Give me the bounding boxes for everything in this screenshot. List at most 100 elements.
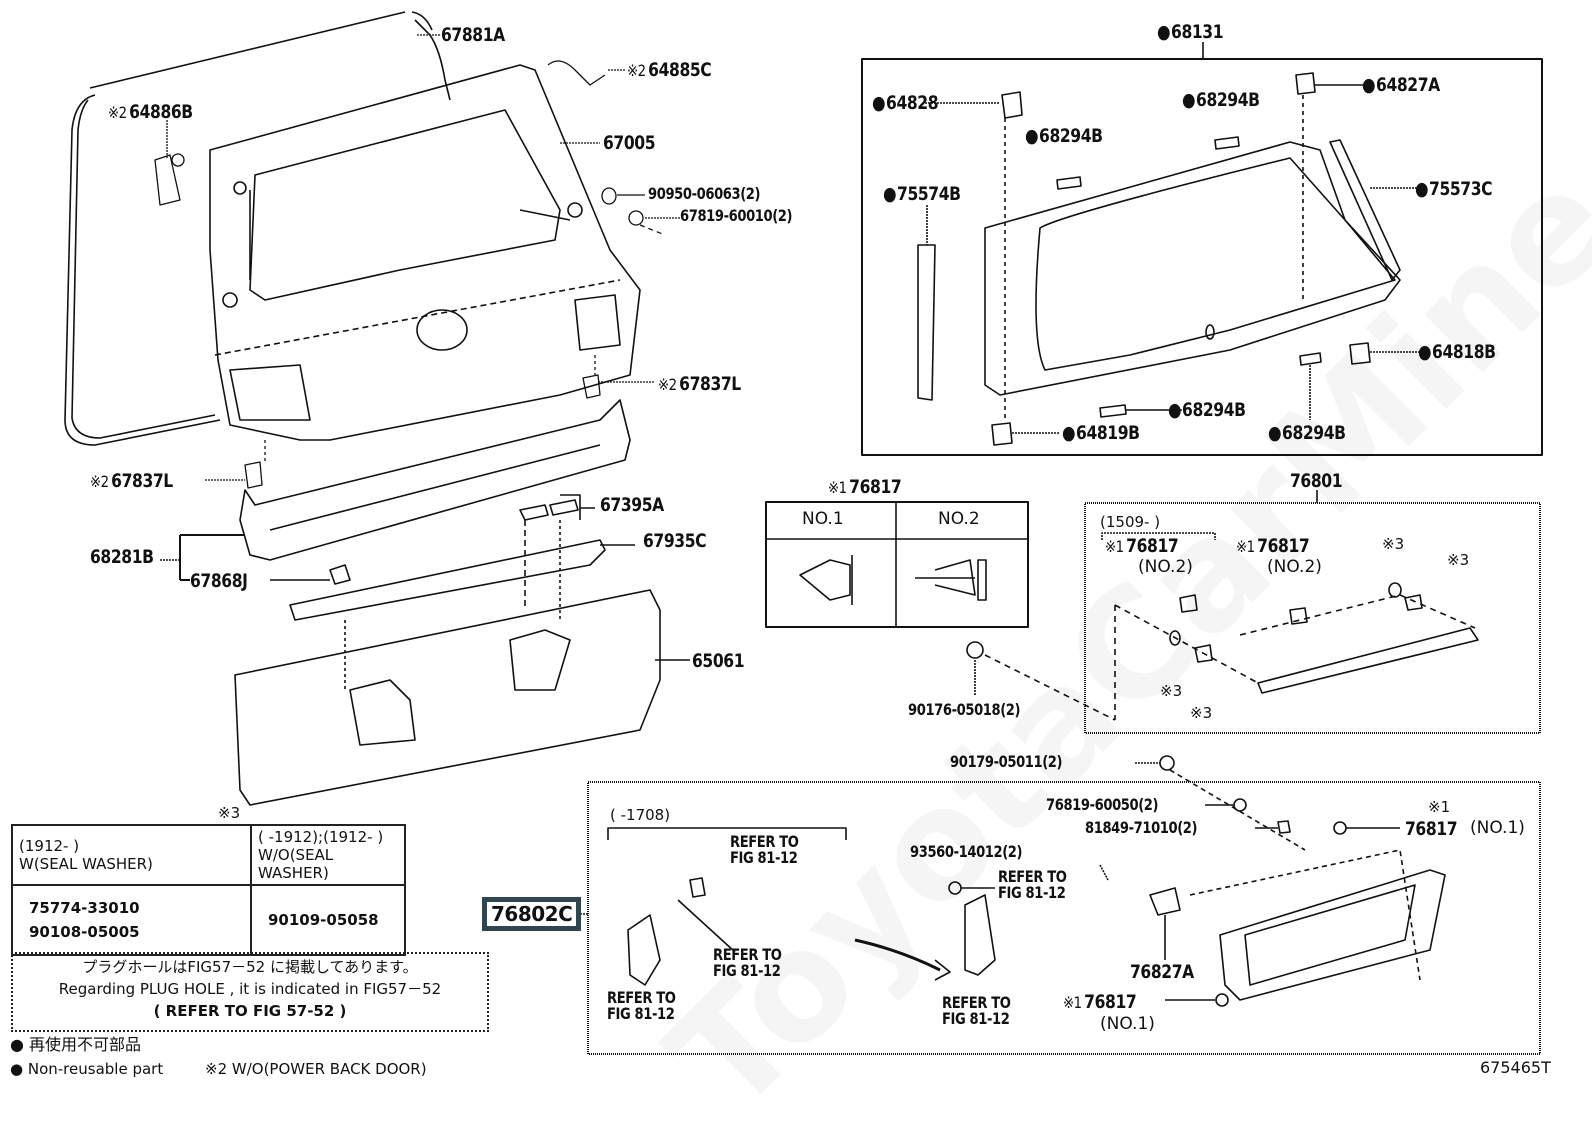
back-door-panel-67005	[209, 64, 641, 441]
part-number: 90176-05018(2)	[908, 700, 1021, 719]
label-no2-a: (NO.2)	[1138, 557, 1193, 577]
part-label-75573C[interactable]: 75573C	[1415, 178, 1493, 200]
note-x3-d: ※3	[1190, 704, 1213, 722]
part-number: 64886B	[129, 101, 193, 123]
part-number: 93560-14012(2)	[910, 842, 1023, 861]
note-x3-c: ※3	[1160, 682, 1183, 700]
legend-note2: ※2 W/O(POWER BACK DOOR)	[205, 1060, 427, 1078]
part-number: 76817	[1405, 818, 1458, 840]
washer-table-row: 75774-33010 90108-05005 90109-05058	[11, 884, 406, 956]
part-number: 67868J	[190, 570, 248, 592]
part-label-67881A[interactable]: 67881A	[441, 26, 505, 45]
part-number: 64818B	[1432, 341, 1496, 363]
washer-table-header: (1912- ) W(SEAL WASHER) ( -1912);(1912- …	[11, 824, 406, 886]
part-number: 76817	[1126, 535, 1179, 557]
note-marker: ※1	[1063, 993, 1082, 1012]
plug-hole-note: プラグホールはFIG57－52 に掲載してあります。 Regarding PLU…	[11, 952, 489, 1032]
date-range: (1912- )	[19, 837, 80, 855]
part-label-64819B[interactable]: 64819B	[1062, 424, 1140, 443]
part-number: 75573C	[1429, 178, 1493, 200]
refer-line: FIG 81-12	[607, 1004, 675, 1023]
part-label-76801[interactable]: 76801	[1290, 470, 1343, 492]
part-number: 76819-60050(2)	[1046, 795, 1159, 814]
refer-line: REFER TO	[730, 832, 799, 851]
part-label-65061[interactable]: 65061	[692, 652, 745, 671]
refer-line: FIG 81-12	[998, 883, 1066, 902]
date-range: ( -1912);(1912- )	[258, 828, 384, 846]
part-number: 67395A	[600, 494, 664, 516]
column-header: W(SEAL WASHER)	[19, 855, 153, 873]
part-label-67005[interactable]: 67005	[603, 132, 656, 154]
exploded-parts-diagram	[64, 11, 1543, 1055]
part-number: 64828	[886, 92, 939, 114]
part-number: 67005	[603, 132, 656, 154]
part-number-75774-33010[interactable]: 75774-33010	[29, 899, 140, 917]
part-label-68294B-bottom[interactable]: 68294B	[1268, 424, 1346, 443]
part-label-64827A[interactable]: 64827A	[1362, 76, 1440, 95]
garnish-76801-group	[966, 490, 1541, 734]
part-label-68131[interactable]: 68131	[1157, 21, 1224, 43]
part-label-67819-60010[interactable]: 67819-60010(2)	[680, 208, 793, 224]
part-label-76817-top[interactable]: 76817	[1405, 818, 1458, 840]
washer-col-without: ( -1912);(1912- ) W/O(SEAL WASHER)	[250, 824, 406, 886]
note-marker: ※1	[1236, 537, 1255, 556]
part-label-76819-60050[interactable]: 76819-60050(2)	[1046, 795, 1159, 814]
part-number: 68294B	[1196, 89, 1260, 111]
plug-note-refer: ( REFER TO FIG 57-52 )	[153, 1002, 347, 1020]
clip-col-no1: NO.1	[802, 509, 844, 529]
part-label-68281B[interactable]: 68281B	[90, 548, 154, 567]
part-label-67868J[interactable]: 67868J	[190, 572, 248, 591]
part-number: 68294B	[1039, 125, 1103, 147]
label-no1-bottom: (NO.1)	[1100, 1014, 1155, 1034]
note-marker: ※2	[658, 375, 677, 394]
part-label-68294B-top[interactable]: 68294B	[1182, 91, 1260, 110]
part-number: 68131	[1171, 21, 1224, 43]
part-label-90179-05011[interactable]: 90179-05011(2)	[950, 754, 1063, 770]
note-x3-b: ※3	[1447, 551, 1470, 569]
part-number: 67837L	[679, 373, 741, 395]
part-label-76802C[interactable]: 76802C	[482, 897, 582, 931]
part-label-76827A[interactable]: 76827A	[1130, 963, 1194, 982]
part-label-64828[interactable]: 64828	[872, 92, 939, 114]
plug-note-jp: プラグホールはFIG57－52 に掲載してあります。	[82, 958, 418, 976]
lower-panel-65061	[234, 520, 690, 806]
part-label-64818B[interactable]: 64818B	[1418, 343, 1496, 362]
column-header: W/O(SEAL WASHER)	[258, 846, 334, 882]
part-label-81849-71010[interactable]: 81849-71010(2)	[1085, 820, 1198, 836]
part-number-90108-05005[interactable]: 90108-05005	[29, 923, 140, 941]
refer-line: REFER TO	[942, 993, 1011, 1012]
legend-nonreusable-en: ● Non-reusable part	[10, 1062, 163, 1077]
refer-line: FIG 81-12	[713, 961, 781, 980]
part-label-67935C[interactable]: 67935C	[643, 532, 707, 551]
washer-table: (1912- ) W(SEAL WASHER) ( -1912);(1912- …	[11, 824, 406, 956]
label-no2-b: (NO.2)	[1267, 557, 1322, 577]
part-number: 76817	[849, 476, 902, 498]
part-number-90109-05058[interactable]: 90109-05058	[268, 911, 379, 929]
part-label-75574B[interactable]: 75574B	[883, 185, 961, 204]
refer-line: FIG 81-12	[730, 848, 798, 867]
part-label-93560-14012[interactable]: 93560-14012(2)	[910, 842, 1023, 861]
part-number: 76817	[1084, 991, 1137, 1013]
part-label-68294B-low[interactable]: 68294B	[1168, 401, 1246, 420]
part-number: 76801	[1290, 470, 1343, 492]
part-label-90950-06063[interactable]: 90950-06063(2)	[648, 186, 761, 202]
part-label-68294B-mid[interactable]: 68294B	[1025, 127, 1103, 146]
door-trim-68281B	[160, 399, 631, 585]
part-label-90176-05018[interactable]: 90176-05018(2)	[908, 700, 1021, 719]
legend-nonreusable-jp: ● 再使用不可部品	[10, 1037, 141, 1053]
part-label-67395A[interactable]: 67395A	[600, 496, 664, 515]
note-marker: ※1	[828, 478, 847, 497]
